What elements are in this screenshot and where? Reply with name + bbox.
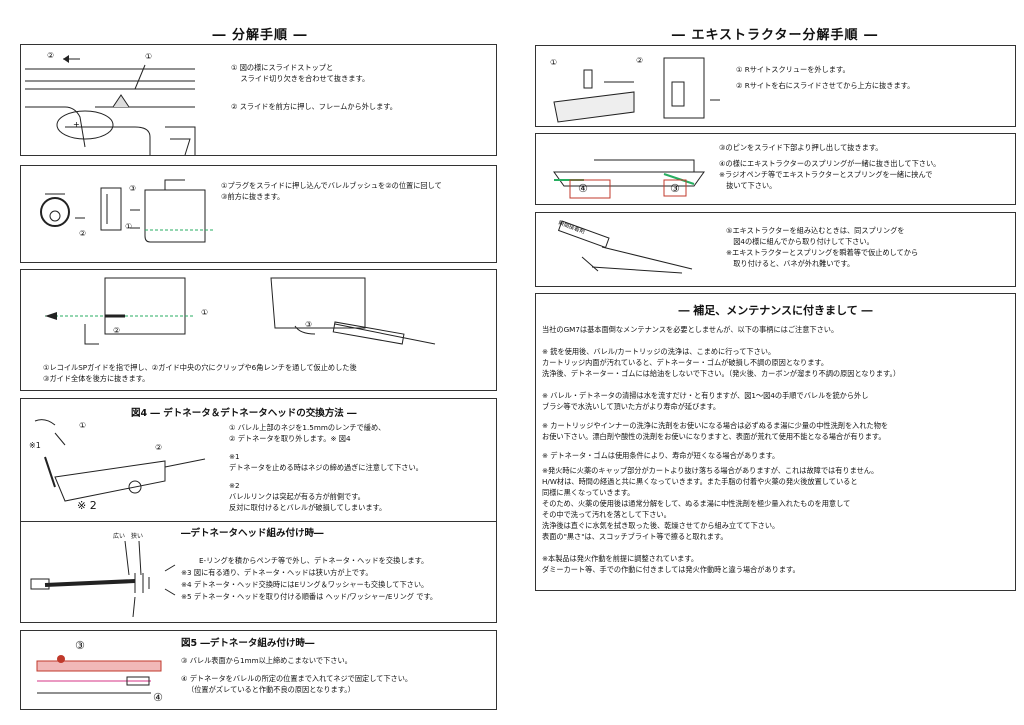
maint-p7a: ※本製品は発火作動を前提に調整されています。 [542, 554, 699, 563]
maint-p2c: 洗浄後、デトネーター・ゴムには給油をしないで下さい。（発火後、カーボンが溜まり不… [542, 369, 901, 378]
maint-p3b: ブラシ等で水洗いして頂いた方がより寿命が延びます。 [542, 402, 721, 411]
rear-sight-figure [544, 52, 724, 124]
head-text-2: ※3 図に有る通り、デトネータ・ヘッドは狭い方が上です。 [181, 568, 373, 577]
step2-text-1: ①プラグをスライドに押し込んでバレルブッシュを②の位置に回して [221, 181, 442, 190]
ext3-text-4: 取り付けると、バネが外れ難いです。 [726, 259, 855, 268]
fig4-text-4: デトネータを止める時はネジの締め過ぎに注意して下さい。 [229, 463, 423, 472]
detonator-figure [25, 417, 215, 517]
maint-p2b: カートリッジ内面が汚れていると、デトネーター・ゴムが破損し不調の原因となります。 [542, 358, 829, 367]
recoil-guide-figure [35, 274, 455, 354]
maintenance-title: ― 補足、メンテナンスに付きまして ― [678, 304, 873, 317]
step3-text-2: ③ガイド全体を後方に抜きます。 [43, 374, 150, 383]
maint-p1: 当社のGM7は基本面倒なメンテナンスを必要としませんが、以下の事柄にはご注意下さ… [542, 325, 839, 334]
head-text-1: E-リングを積からペンチ等で外し、デトネータ・ヘッドを交換します。 [199, 556, 429, 565]
ext1-text-2: ② Rサイトを右にスライドさせてから上方に抜きます。 [736, 81, 915, 90]
fig4-text-5: ※2 [229, 481, 240, 490]
ext3-text-3: ※エキストラクターとスプリングを瞬着等で仮止めしてから [726, 248, 919, 257]
maint-p6g: 表面の"黒さ"は、スコッチブライト等で擦ると取れます。 [542, 532, 728, 541]
slide-removal-figure: + [25, 47, 210, 155]
fig5-mark-3: ③ [75, 639, 85, 652]
maint-p6e: その中で洗って汚れを落として下さい。 [542, 510, 671, 519]
barrel-bushing-figure [35, 172, 215, 258]
fig4-text-2: ② デトネータを取り外します。※ 図4 [229, 434, 351, 443]
maint-p6d: そのため、火薬の使用後は通常分解をして、ぬるま湯に中性洗剤を極少量入れたものを用… [542, 499, 851, 508]
fig5-title: 図5 ―デトネータ組み付け時― [181, 638, 315, 649]
maint-p6c: 同様に黒くなっていきます。 [542, 488, 635, 497]
ext3-text-1: ⑤エキストラクターを組み込むときは、同スプリングを [726, 226, 905, 235]
head-mark-wide: 広い [113, 533, 126, 540]
step1-text-2: スライド切り欠きを合わせて抜きます。 [231, 74, 370, 83]
fig5-text-1: ③ バレル表面から1mm以上締めこまないで下さい。 [181, 656, 352, 665]
detonator-assembly-figure [31, 643, 171, 707]
fig4-note-2: ※ 2 [77, 499, 97, 512]
fig4-text-3: ※1 [229, 452, 240, 461]
ext1-mark-2: ② [636, 56, 644, 65]
maint-p6b: H/W材は、時間の経過と共に黒くなっていきます。また手脂の付着や火薬の発火後放置… [542, 477, 858, 486]
step1-text-1: ① 図の様にスライドストップと [231, 63, 334, 72]
maint-p6f: 洗浄後は直ぐに水気を拭き取った後、乾燥させてから組み立てて下さい。 [542, 521, 780, 530]
step2-text-2: ③前方に抜きます。 [221, 192, 285, 201]
maint-p2a: ※ 銃を使用後、バレル/カートリッジの洗浄は、こまめに行って下さい。 [542, 347, 776, 356]
fig4-panel: 図4 ― デトネータ＆デトネータヘッドの交換方法 ― ① ② ※1 ※ 2 ① … [20, 398, 497, 623]
step1-panel: + ② ① ① 図の様にスライドストップと スライド切り欠きを合わせて抜きます。… [20, 44, 497, 156]
fig4-title: 図4 ― デトネータ＆デトネータヘッドの交換方法 ― [131, 408, 357, 419]
ext2-text-1: ③のピンをスライド下部より押し出して抜きます。 [719, 143, 883, 152]
fig5-mark-4: ④ [153, 691, 163, 704]
fig4-mark-1: ① [79, 421, 87, 430]
maint-p4a: ※ カートリッジやインナーの洗浄に洗剤をお使いになる場合は必ずぬるま湯に少量の中… [542, 421, 889, 430]
step2-mark-1: ① [125, 222, 133, 231]
extractor-glue-figure [552, 217, 702, 283]
fig4-text-1: ① バレル上部のネジを1.5mmのレンチで緩め、 [229, 423, 386, 432]
step3-mark-3: ③ [305, 320, 313, 329]
right-section-title: ― エキストラクター分解手順 ― [671, 28, 879, 43]
step2-mark-3: ③ [129, 184, 137, 193]
maint-p5: ※ デトネータ・ゴムは使用条件により、寿命が短くなる場合があります。 [542, 451, 780, 460]
ext2-mark-3: ③ [670, 182, 680, 195]
head-divider [21, 521, 496, 522]
maintenance-panel: ― 補足、メンテナンスに付きまして ― 当社のGM7は基本面倒なメンテナンスを必… [535, 293, 1016, 591]
fig4-text-6: バレルリンクは突起が有る方が前側です。 [229, 492, 365, 501]
ext1-mark-1: ① [550, 58, 558, 67]
ext2-text-3: ※ラジオペンチ等でエキストラクターとスプリングを一緒に挟んで [719, 170, 933, 179]
step3-mark-2: ② [113, 326, 121, 335]
head-mark-narrow: 狭い [131, 533, 144, 540]
ext2-mark-4: ④ [578, 182, 588, 195]
maint-p6a: ※発火時に火薬のキャップ部分がカートより抜け落ちる場合がありますが、これは故障で… [542, 466, 879, 475]
step2-panel: ③ ① ② ①プラグをスライドに押し込んでバレルブッシュを②の位置に回して ③前… [20, 165, 497, 263]
ext1-panel: ① ② ① Rサイトスクリューを外します。 ② Rサイトを右にスライドさせてから… [535, 45, 1016, 127]
step1-mark-2: ② [47, 51, 55, 60]
ext2-text-2: ④の様にエキストラクターのスプリングが一緒に抜き出して下さい。 [719, 159, 941, 168]
fig5-panel: 図5 ―デトネータ組み付け時― ③ ④ ③ バレル表面から1mm以上締めこまない… [20, 630, 497, 710]
head-text-3: ※4 デトネータ・ヘッド交換時にはEリング＆ワッシャーも交換して下さい。 [181, 580, 429, 589]
maint-p7b: ダミーカート等、手での作動に付きましては発火作動時と違う場合があります。 [542, 565, 800, 574]
fig4-note-1: ※1 [29, 441, 41, 450]
ext1-text-1: ① Rサイトスクリューを外します。 [736, 65, 850, 74]
fig4-mark-2: ② [155, 443, 163, 452]
detonator-head-figure [25, 535, 195, 619]
svg-text:+: + [73, 120, 80, 129]
step3-panel: ① ② ③ ①レコイルSPガイドを指で押し、②ガイド中央の穴にクリップや6角レン… [20, 269, 497, 391]
extractor-pin-figure [544, 140, 714, 202]
step1-mark-1: ① [145, 52, 153, 61]
ext2-panel: ④ ③ ③のピンをスライド下部より押し出して抜きます。 ④の様にエキストラクター… [535, 133, 1016, 205]
ext3-panel: 瞬間接着剤 ⑤エキストラクターを組み込むときは、同スプリングを 図4の様に組んで… [535, 212, 1016, 287]
head-title: ―デトネータヘッド組み付け時― [181, 528, 324, 539]
fig5-text-2: ④ デトネータをバレルの所定の位置まで入れてネジで固定して下さい。 [181, 674, 413, 683]
head-text-4: ※5 デトネータ・ヘッドを取り付ける順番は ヘッド/ワッシャー/Eリング です。 [181, 592, 438, 601]
maint-p3a: ※ バレル・デトネータの清掃は水を流すだけ・と有りますが、図1～図4の手順でバレ… [542, 391, 869, 400]
step3-mark-1: ① [201, 308, 209, 317]
step2-mark-2: ② [79, 229, 87, 238]
ext3-text-2: 図4の様に組んでから取り付けして下さい。 [726, 237, 874, 246]
left-section-title: ― 分解手順 ― [212, 28, 308, 43]
fig4-text-7: 反対に取付けるとバレルが破損してしまいます。 [229, 503, 387, 512]
step3-text-1: ①レコイルSPガイドを指で押し、②ガイド中央の穴にクリップや6角レンチを通して仮… [43, 363, 357, 372]
ext2-text-4: 抜いて下さい。 [719, 181, 777, 190]
maint-p4b: お使い下さい。漂白剤や酸性の洗剤をお使いになりますと、表面が荒れて使用不能となる… [542, 432, 886, 441]
fig5-text-3: （位置がズレていると作動不良の原因となります。） [187, 685, 355, 694]
step1-text-3: ② スライドを前方に押し、フレームから外します。 [231, 102, 397, 111]
